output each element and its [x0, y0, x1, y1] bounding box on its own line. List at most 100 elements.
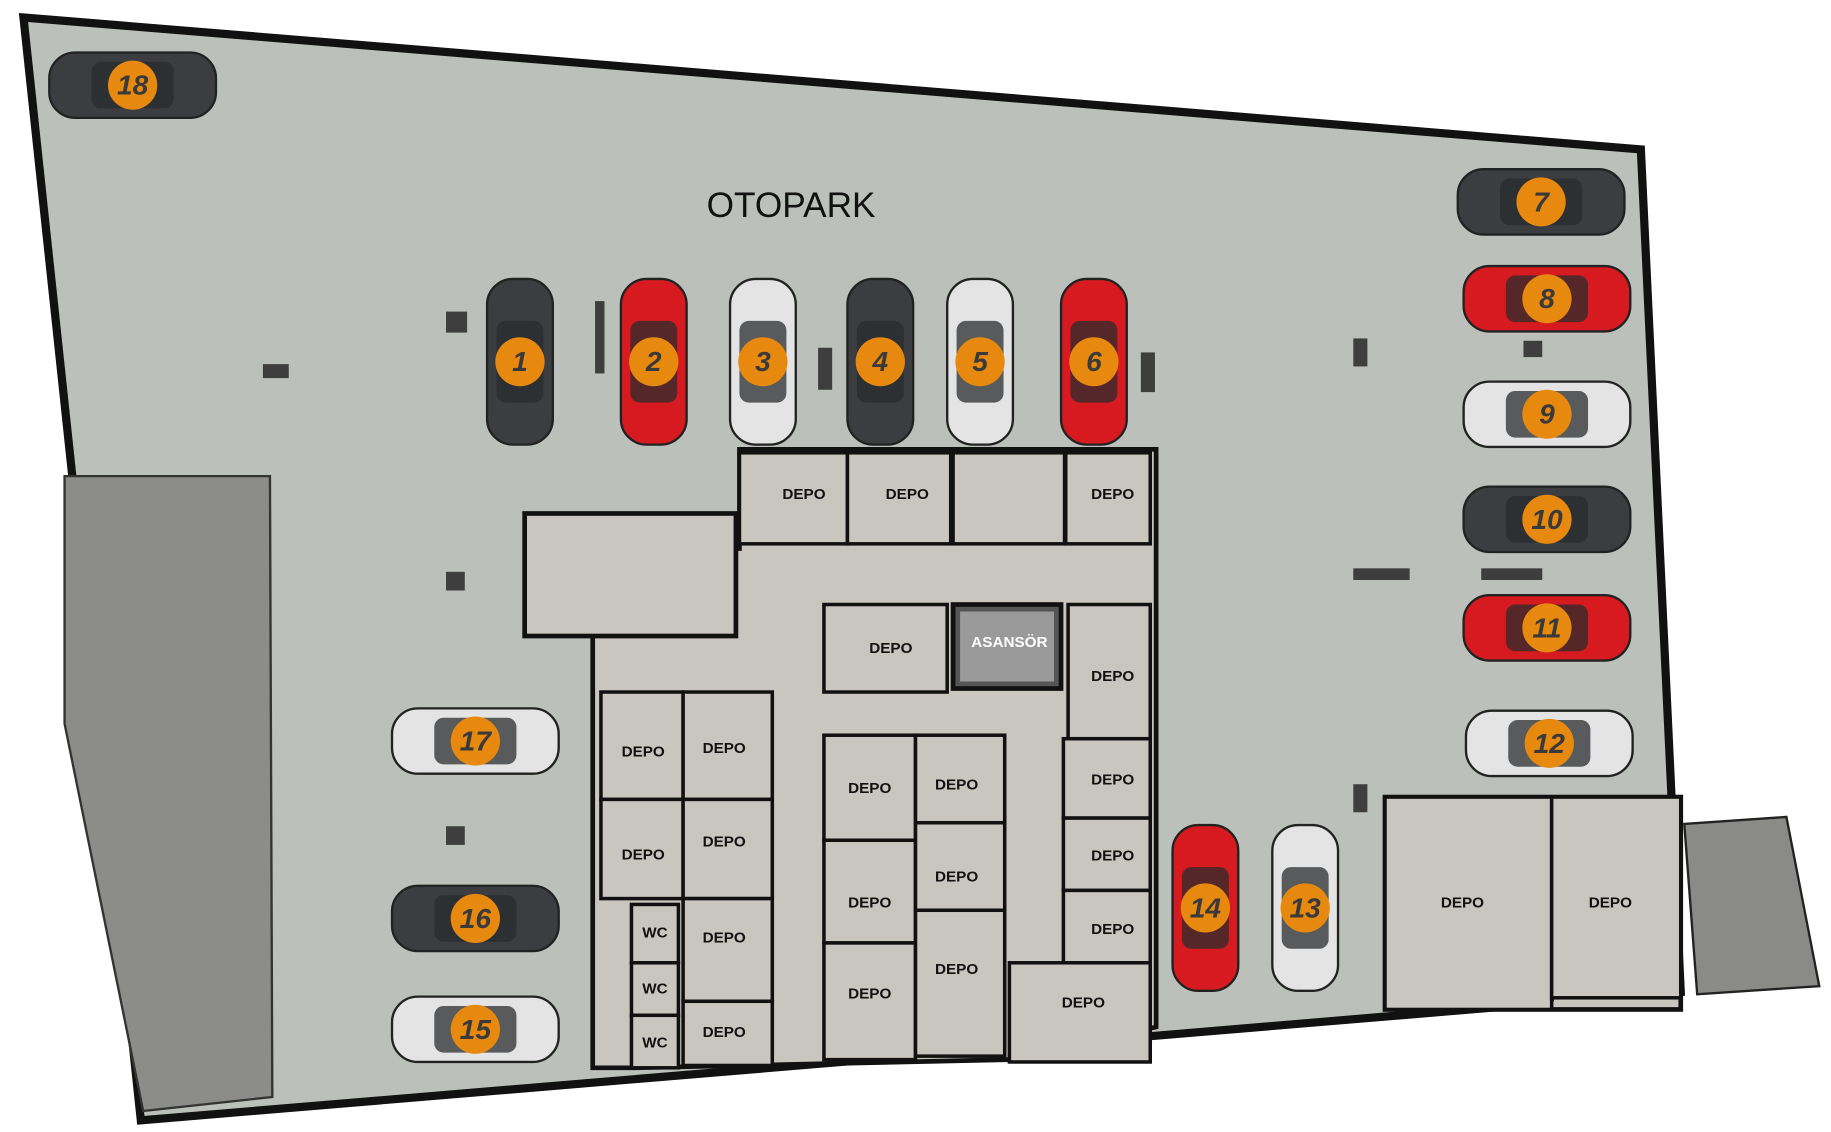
space-number-badge [1280, 883, 1330, 933]
room-label: WC [642, 1034, 667, 1051]
parking-space-5[interactable]: 5 [946, 277, 1015, 446]
space-number: 7 [1533, 186, 1550, 217]
room-outline [1063, 451, 1153, 546]
structural-column [1140, 352, 1155, 393]
parking-space-2[interactable]: 2 [619, 277, 688, 446]
parking-space-1[interactable]: 1 [485, 277, 554, 446]
room-label: DEPO [622, 744, 665, 761]
space-number-badge [1180, 883, 1231, 933]
space-number-badge [1069, 337, 1119, 387]
elevator-label: ASANSÖR [971, 634, 1047, 651]
room-outline [681, 999, 775, 1068]
parking-space-8[interactable]: 8 [1462, 264, 1632, 333]
room-wc: WC [629, 961, 681, 1018]
space-number-badge [495, 337, 545, 387]
space-number: 3 [755, 346, 771, 377]
room-depo: DEPO [822, 838, 918, 945]
room-depo: DEPO [737, 451, 850, 546]
room-wc: WC [629, 902, 681, 965]
room-label: WC [642, 925, 667, 942]
room-outline [1383, 795, 1554, 1012]
room-label: DEPO [622, 846, 665, 863]
room-depo: DEPO [1063, 451, 1153, 546]
space-number-badge [450, 893, 501, 943]
space-number: 10 [1531, 504, 1563, 535]
room-label: DEPO [1589, 894, 1632, 911]
stairwell-center [951, 451, 1067, 546]
room-label: DEPO [703, 1024, 746, 1041]
structural-column [446, 826, 465, 845]
room-outline [1066, 602, 1153, 741]
space-number-badge [1524, 718, 1574, 768]
room-label: DEPO [869, 640, 912, 657]
structural-column [1353, 784, 1368, 813]
room-label: DEPO [848, 780, 891, 797]
room-label: DEPO [935, 869, 978, 886]
space-number: 18 [117, 70, 149, 101]
room-depo: DEPO [1061, 888, 1153, 965]
room-label: DEPO [848, 985, 891, 1002]
space-number: 14 [1190, 892, 1222, 923]
room-outline [1061, 816, 1153, 893]
parking-space-16[interactable]: 16 [390, 884, 560, 953]
room-depo: DEPO [1066, 602, 1153, 741]
room-depo: DEPO [681, 797, 775, 901]
room-depo: DEPO [913, 733, 1007, 825]
parking-space-18[interactable]: 18 [48, 51, 218, 120]
structural-column [1353, 568, 1410, 581]
room-outline [629, 961, 681, 1018]
structural-column [1481, 568, 1543, 581]
structural-column [1523, 340, 1543, 358]
room-depo: DEPO [845, 451, 953, 546]
space-number: 12 [1534, 728, 1566, 759]
space-number: 16 [460, 903, 492, 934]
parking-space-15[interactable]: 15 [390, 995, 560, 1064]
parking-space-9[interactable]: 9 [1462, 380, 1632, 449]
room-outline [822, 602, 949, 694]
room-outline [629, 1013, 681, 1070]
room-label: DEPO [703, 929, 746, 946]
space-number: 6 [1086, 346, 1102, 377]
room-depo: DEPO [1061, 736, 1153, 820]
parking-space-17[interactable]: 17 [390, 707, 560, 775]
space-number-badge [1522, 389, 1572, 439]
space-number: 11 [1532, 612, 1561, 643]
right-annex-ramp [1683, 815, 1821, 996]
room-label: DEPO [935, 961, 978, 978]
space-number-badge [955, 337, 1005, 387]
room-outline [1007, 961, 1153, 1064]
parking-space-7[interactable]: 7 [1456, 168, 1626, 236]
space-number-badge [629, 337, 679, 387]
parking-space-14[interactable]: 14 [1171, 823, 1240, 992]
room-label: DEPO [1091, 772, 1134, 789]
room-label: DEPO [886, 486, 929, 503]
room-label: DEPO [1091, 921, 1134, 938]
room-label: DEPO [1091, 486, 1134, 503]
left-ramp [63, 474, 274, 1113]
parking-space-6[interactable]: 6 [1059, 277, 1128, 446]
room-outline [845, 451, 953, 546]
space-number: 1 [512, 346, 528, 377]
parking-space-3[interactable]: 3 [728, 277, 797, 446]
room-depo: DEPO [599, 690, 685, 802]
space-number-badge [1522, 274, 1572, 324]
parking-space-13[interactable]: 13 [1271, 823, 1340, 992]
space-number: 5 [972, 346, 988, 377]
parking-space-10[interactable]: 10 [1462, 485, 1632, 554]
space-number-badge [1516, 177, 1566, 227]
parking-space-11[interactable]: 11 [1462, 594, 1632, 662]
space-number: 8 [1539, 283, 1555, 314]
room-label: DEPO [848, 894, 891, 911]
elevator: ASANSÖR [950, 602, 1064, 691]
room-depo: DEPO [822, 733, 918, 842]
parking-space-4[interactable]: 4 [846, 277, 915, 446]
room-depo: DEPO [599, 797, 685, 901]
room-label: DEPO [703, 740, 746, 757]
space-number-badge [1522, 603, 1572, 653]
space-number: 13 [1290, 892, 1322, 923]
parking-space-12[interactable]: 12 [1464, 709, 1634, 778]
room-outline [822, 941, 918, 1062]
room-label: DEPO [703, 834, 746, 851]
